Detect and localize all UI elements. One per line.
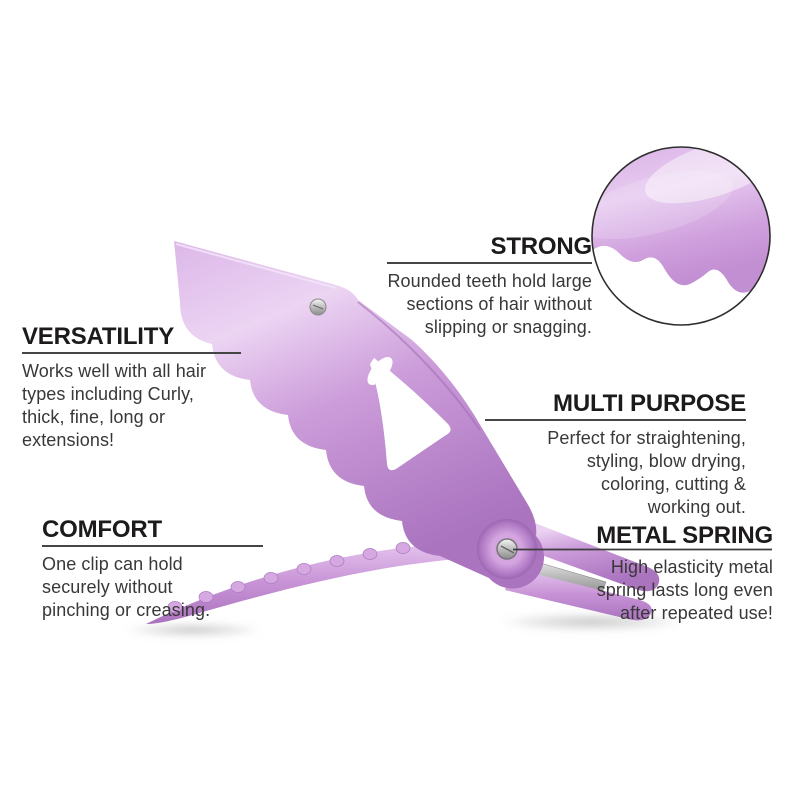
shadow-left (123, 622, 263, 638)
strong-title: STRONG (490, 233, 593, 260)
triangular-cutout (370, 358, 451, 471)
comfort-title: COMFORT (42, 516, 162, 543)
comfort-body: One clip can hold securely without pinch… (42, 554, 211, 620)
inset-border (591, 146, 771, 326)
multi-purpose-underline (485, 419, 746, 421)
multi-purpose-body: Perfect for straightening, styling, blow… (547, 428, 746, 517)
versatility-underline (22, 352, 241, 354)
callout-metal-spring: METAL SPRING High elasticity metal sprin… (543, 522, 773, 625)
strong-body: Rounded teeth hold large sections of hai… (387, 271, 592, 337)
metal-spring-body: High elasticity metal spring lasts long … (596, 557, 773, 623)
callout-comfort: COMFORT One clip can hold securely witho… (42, 516, 263, 622)
blade-top-highlight (175, 243, 337, 289)
metal-spring-title: METAL SPRING (596, 522, 773, 549)
versatility-body: Works well with all hair types including… (22, 361, 207, 450)
clip-upper-jaw (174, 241, 545, 589)
comfort-underline (42, 545, 263, 547)
handle-lower-prong (505, 568, 652, 621)
teeth-zoom-inset (591, 146, 771, 326)
handle-upper-prong (500, 513, 660, 592)
callout-strong: STRONG Rounded teeth hold large sections… (362, 233, 593, 339)
hinge (309, 298, 537, 579)
versatility-title: VERSATILITY (22, 323, 175, 350)
strong-underline (387, 262, 592, 264)
strap-seam (357, 301, 481, 431)
callout-versatility: VERSATILITY Works well with all hair typ… (22, 323, 241, 452)
callout-multi-purpose: MULTI PURPOSE Perfect for straightening,… (485, 390, 746, 519)
clip-lower-jaw (146, 535, 486, 624)
multi-purpose-title: MULTI PURPOSE (553, 390, 746, 417)
inset-teeth-closeup (592, 147, 770, 293)
